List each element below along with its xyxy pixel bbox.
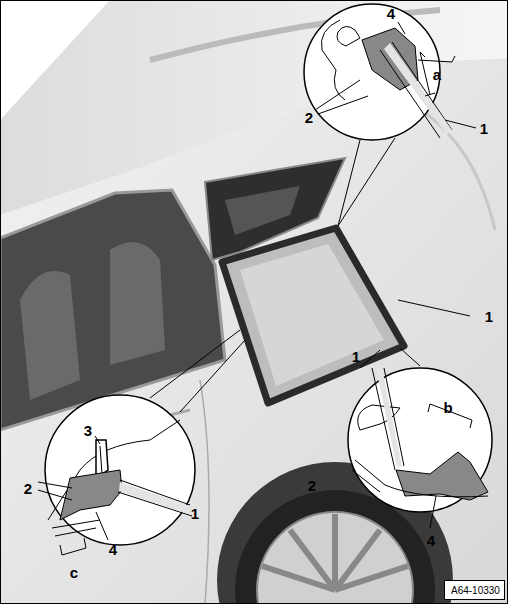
callout-number: 1 — [352, 349, 360, 364]
callout-number: 1 — [480, 121, 488, 136]
seat — [110, 242, 165, 365]
callout-number: 4 — [427, 533, 435, 548]
seat — [20, 271, 80, 400]
detail-top — [315, 20, 452, 138]
dimension-label: b — [443, 400, 452, 415]
dimension-label: c — [70, 565, 78, 580]
detail-circle — [348, 368, 492, 512]
side-window — [0, 190, 225, 430]
detail-left — [38, 420, 192, 555]
glass-pane — [240, 244, 384, 386]
dimension-marks — [418, 56, 455, 62]
detail-right — [352, 368, 488, 528]
quarter-glass — [222, 228, 404, 403]
callout-number: 1 — [485, 309, 493, 324]
callout-number: 4 — [109, 542, 117, 557]
rim-spokes — [262, 514, 408, 590]
dimension-label: a — [433, 67, 441, 82]
callout-number: 4 — [387, 6, 395, 21]
door-line — [200, 380, 209, 604]
callout-number: 2 — [308, 478, 316, 493]
figure-code-box: A64-10330 — [444, 580, 505, 600]
callout-number: 3 — [84, 423, 92, 438]
callout-number: 2 — [24, 481, 32, 496]
callout-number: 2 — [305, 110, 313, 125]
window-opening-interior — [225, 186, 300, 235]
callout-number: 1 — [191, 506, 199, 521]
detail-circle — [304, 4, 440, 140]
detail-circle — [45, 395, 195, 545]
figure-code: A64-10330 — [451, 585, 498, 597]
rim — [257, 512, 413, 604]
